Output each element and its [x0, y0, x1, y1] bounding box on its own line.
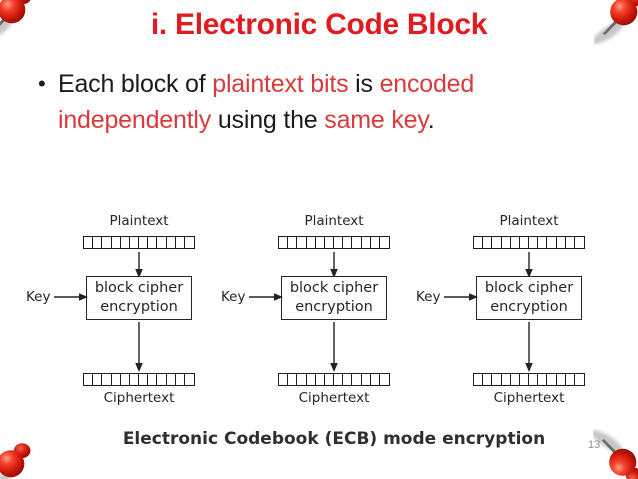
block-cipher-box-line1: block cipher	[484, 280, 574, 296]
key-input: Key	[26, 289, 89, 305]
bullet-item: • Each block of plaintext bits is encode…	[38, 66, 516, 138]
plaintext-block-strip	[83, 236, 195, 249]
block-cipher-box-line1: block cipher	[289, 280, 379, 296]
arrow-down-icon	[525, 322, 533, 372]
block-cipher-box: block cipher encryption	[86, 276, 192, 320]
block-cipher-box: block cipher encryption	[281, 276, 387, 320]
block-cipher-box-line2: encryption	[295, 299, 373, 315]
bullet-text: Each block of plaintext bits is encoded …	[58, 66, 516, 138]
key-input: Key	[416, 289, 479, 305]
bullet-segment-highlight: encoded independently	[58, 70, 475, 134]
ecb-unit-2: Plaintext block cipher encryption Key	[221, 205, 429, 410]
bullet-segment-highlight: same key	[324, 106, 428, 134]
pushpin-icon-top-left	[0, 0, 31, 42]
arrow-down-icon	[135, 252, 143, 278]
bullet-segment-highlight: plaintext bits	[212, 70, 356, 98]
arrow-right-icon	[444, 293, 479, 301]
ciphertext-label: Ciphertext	[298, 390, 370, 406]
block-cipher-box-line2: encryption	[100, 299, 178, 315]
ciphertext-label: Ciphertext	[103, 390, 175, 406]
bullet-segment: using the	[217, 106, 325, 134]
plaintext-label: Plaintext	[499, 213, 559, 229]
block-cipher-box-line2: encryption	[490, 299, 568, 315]
arrow-down-icon	[330, 252, 338, 278]
bullet-segment: Each block of	[58, 70, 213, 98]
diagram-caption: Electronic Codebook (ECB) mode encryptio…	[122, 429, 546, 449]
pushpin-icon-bottom-left	[0, 443, 31, 479]
arrow-right-icon	[54, 293, 89, 301]
plaintext-label: Plaintext	[304, 213, 364, 229]
ciphertext-block-strip	[278, 373, 390, 386]
ecb-unit-3: Plaintext block cipher encryption Key	[416, 205, 624, 410]
arrow-right-icon	[249, 293, 284, 301]
ciphertext-block-strip	[473, 373, 585, 386]
key-label: Key	[221, 289, 246, 305]
bullet-segment: .	[427, 106, 435, 134]
plaintext-label: Plaintext	[109, 213, 169, 229]
bullet-segment: is	[355, 70, 380, 98]
arrow-down-icon	[135, 322, 143, 372]
ciphertext-label: Ciphertext	[493, 390, 565, 406]
page-number: 13	[588, 439, 601, 451]
block-cipher-box-line1: block cipher	[94, 280, 184, 296]
ciphertext-block-strip	[83, 373, 195, 386]
key-label: Key	[416, 289, 441, 305]
bullet-marker: •	[38, 71, 46, 96]
pushpin-icon-bottom-right	[593, 430, 638, 479]
block-cipher-box: block cipher encryption	[476, 276, 582, 320]
ecb-unit-1: Plaintext block cipher encryption Key	[26, 205, 234, 410]
pushpin-icon-top-right	[594, 0, 638, 44]
key-label: Key	[26, 289, 51, 305]
plaintext-block-strip	[473, 236, 585, 249]
plaintext-block-strip	[278, 236, 390, 249]
page-title: i. Electronic Code Block	[150, 8, 488, 41]
arrow-down-icon	[330, 322, 338, 372]
arrow-down-icon	[525, 252, 533, 278]
key-input: Key	[221, 289, 284, 305]
